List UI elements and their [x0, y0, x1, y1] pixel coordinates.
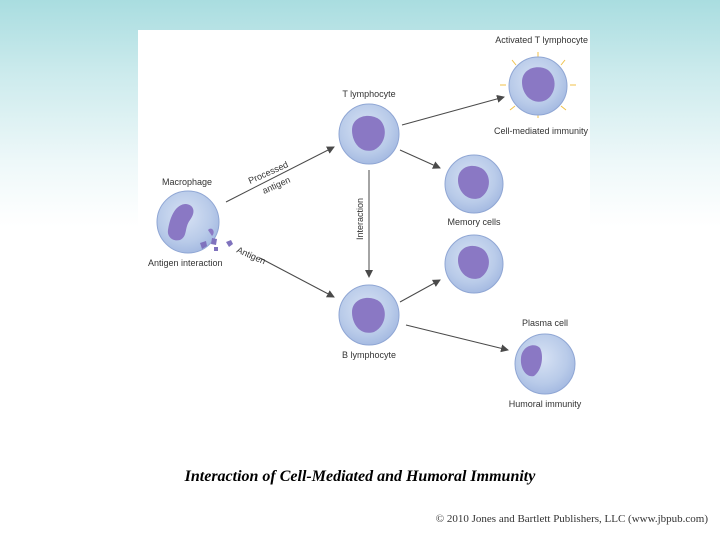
- label-t-lymphocyte: T lymphocyte: [342, 89, 395, 99]
- antigen-particles: [200, 238, 233, 251]
- label-activated-t: Activated T lymphocyte: [495, 35, 588, 45]
- label-memory-cells: Memory cells: [447, 217, 501, 227]
- activation-glow: [500, 52, 576, 118]
- label-antigen: Antigen: [235, 245, 267, 267]
- label-plasma-cell: Plasma cell: [522, 318, 568, 328]
- memory-cell-upper: [444, 154, 504, 214]
- activated-t-cell: [508, 56, 568, 116]
- t-lymphocyte-cell: [338, 103, 400, 165]
- figure-panel: Activated T lymphocyte T lymphocyte Cell…: [138, 30, 590, 440]
- slide-caption: Interaction of Cell-Mediated and Humoral…: [184, 468, 536, 485]
- label-humoral: Humoral immunity: [509, 399, 582, 409]
- label-b-lymphocyte: B lymphocyte: [342, 350, 396, 360]
- arrow-macrophage-to-b: [259, 257, 335, 298]
- b-lymphocyte-cell: [338, 284, 400, 346]
- arrow-b-to-memory: [399, 279, 441, 303]
- arrow-b-to-plasma: [405, 324, 509, 353]
- memory-cell-lower: [444, 234, 504, 294]
- immunity-diagram: Activated T lymphocyte T lymphocyte Cell…: [148, 35, 589, 409]
- arrow-t-to-activated: [401, 94, 505, 126]
- label-antigen-interaction: Antigen interaction: [148, 258, 223, 268]
- label-cell-mediated: Cell-mediated immunity: [494, 126, 589, 136]
- label-macrophage: Macrophage: [162, 177, 212, 187]
- arrows: [225, 94, 509, 353]
- arrow-t-to-memory: [399, 149, 441, 169]
- label-interaction: Interaction: [355, 198, 365, 240]
- arrow-macrophage-to-t: [225, 146, 335, 203]
- plasma-cell: [514, 333, 576, 395]
- macrophage-cell: [156, 190, 220, 254]
- copyright-notice: © 2010 Jones and Bartlett Publishers, LL…: [435, 513, 708, 525]
